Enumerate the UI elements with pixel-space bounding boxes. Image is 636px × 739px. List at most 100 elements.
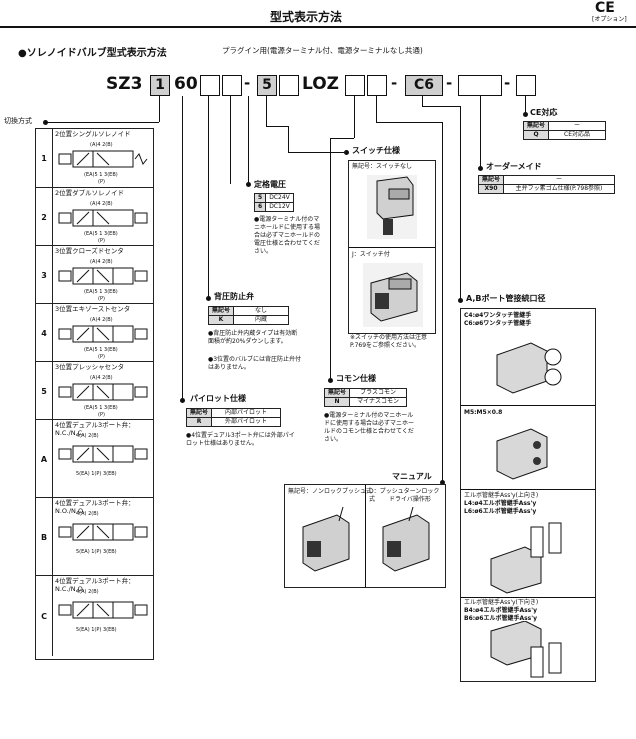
line-voltage-2 <box>248 96 249 184</box>
switching-row-title: 4位置デュアル3ポート弁：N.C./N.O. <box>55 577 135 593</box>
model-dash-1: - <box>244 74 251 92</box>
ordermade-head-value: ー <box>503 175 616 185</box>
pilot-row-value: 外部パイロット <box>211 417 282 427</box>
voltage-title: 定格電圧 <box>254 180 286 189</box>
dot-common <box>328 378 333 383</box>
port-box: C4:ø4ワンタッチ管継手 C6:ø6ワンタッチ管継手 M5:M5×0.8 エル… <box>460 308 596 682</box>
pilot-head-code: 無記号 <box>185 408 213 418</box>
dot-voltage <box>246 182 251 187</box>
voltage-code-6: 6 <box>253 202 267 212</box>
hline-common <box>330 138 354 139</box>
switch-j-label: J：スイッチ付 <box>352 251 390 258</box>
hline-port <box>422 106 460 107</box>
section-subtitle: プラグイン用(電源ターミナル付、電源ターミナルなし共通) <box>222 46 423 55</box>
switching-row-bottom: (EA)5 1 3(EB) <box>84 172 118 178</box>
switching-row-title: 4位置デュアル3ポート弁：N.O./N.O. <box>55 499 135 515</box>
dot-switch <box>344 150 349 155</box>
switching-row-label: A <box>36 420 53 498</box>
valve-symbol-icon <box>58 601 148 619</box>
switching-row-bottom: (EA)5 1 3(EB) <box>84 405 118 411</box>
model-code-manual <box>367 75 387 96</box>
port-m5: M5:M5×0.8 <box>464 409 503 416</box>
switching-row-label: 2 <box>36 188 53 246</box>
ce-head-value: ー <box>548 121 607 131</box>
switching-row-ports: 4(A) 2(B) <box>76 433 99 439</box>
manual-divider <box>365 485 366 587</box>
switching-row-ports: (A)4 2(B) <box>90 375 113 381</box>
section-title: ●ソレノイドバルブ型式表示方法 <box>18 48 167 59</box>
model-code-60: 60 <box>174 74 198 94</box>
voltage-note: ●電源ターミナル付のマニホールドに使用する場合は必ずマニホールドの電圧仕様と合わ… <box>254 216 321 255</box>
model-code-port: C6 <box>405 75 443 96</box>
m5-port-image-icon <box>496 428 548 480</box>
manual-title: マニュアル <box>392 472 432 481</box>
common-title: コモン仕様 <box>336 374 376 383</box>
pilot-row-code: R <box>185 417 213 427</box>
line-manual <box>376 96 377 122</box>
backpressure-note-1: ●背圧防止弁内蔵タイプは有効断面積が約20%ダウンします。 <box>208 330 298 345</box>
backpressure-row-code: K <box>207 315 235 325</box>
switch-j-photo <box>363 263 423 327</box>
switching-row-title: 4位置デュアル3ポート弁：N.C./N.C. <box>55 421 135 437</box>
switching-row-ports: (A)4 2(B) <box>90 201 113 207</box>
switching-row-ports: (A)4 2(B) <box>90 317 113 323</box>
switch-spec-title: スイッチ仕様 <box>352 146 400 155</box>
switch-spec-note: ※スイッチの使用方法は注意P.769をご参照ください。 <box>350 334 428 349</box>
pilot-note: ●4位置デュアル3ポート弁には外部パイロット仕様はありません。 <box>186 432 295 447</box>
ce-head-code: 無記号 <box>522 121 550 131</box>
dot-port <box>458 298 463 303</box>
switching-row-label: B <box>36 498 53 576</box>
option-tag: [オプション] <box>592 16 627 23</box>
line-port-2 <box>460 106 461 300</box>
switching-row-p: (P) <box>98 238 105 244</box>
elbow-up-image-icon <box>490 522 562 594</box>
port-divider-1 <box>461 405 595 406</box>
ordermade-head-code: 無記号 <box>477 175 505 185</box>
ordermade-title: オーダーメイド <box>486 162 542 171</box>
ce-row-value: CE対応品 <box>548 130 607 140</box>
switching-row-bottom: (EA)5 1 3(EB) <box>84 347 118 353</box>
model-code-common <box>345 75 365 96</box>
hline-switch-2 <box>288 152 344 153</box>
switching-row-ports: (A)4 2(B) <box>90 259 113 265</box>
switching-row-label: 4 <box>36 304 53 362</box>
backpressure-head-value: なし <box>233 306 290 316</box>
hline-switching <box>46 122 159 123</box>
switching-row-bottom: 5(EA) 1(P) 3(EB) <box>76 549 117 555</box>
model-code-backpressure <box>222 75 242 96</box>
pilot-head-value: 内部パイロット <box>211 408 282 418</box>
ce-title: CE対応 <box>530 108 558 117</box>
common-row-value: マイナスコモン <box>349 397 408 407</box>
backpressure-title: 背圧防止弁 <box>214 292 254 301</box>
switching-row-label: 5 <box>36 362 53 420</box>
switching-row-bottom: (EA)5 1 3(EB) <box>84 231 118 237</box>
switching-row-title: 3位置エキゾーストセンタ <box>55 305 131 313</box>
switch-none-photo <box>367 175 417 239</box>
switching-row-p: (P) <box>98 179 105 185</box>
switching-row-bottom: 5(EA) 1(P) 3(EB) <box>76 471 117 477</box>
dot-switching <box>43 120 48 125</box>
ce-mark: CE <box>595 0 615 16</box>
switching-row-bottom: (EA)5 1 3(EB) <box>84 289 118 295</box>
port-title: A,Bポート管接続口径 <box>466 294 546 303</box>
manual-pushturn-image-icon <box>382 507 430 572</box>
dot-manual <box>440 480 445 485</box>
backpressure-row-value: 内蔵 <box>233 315 290 325</box>
port-elbow-down-title: エルボ管継手Ass'y(下向き) <box>464 599 539 606</box>
voltage-table: 5 DC24V 6 DC12V <box>253 193 294 212</box>
title-underline <box>0 26 636 28</box>
switching-row-label: 1 <box>36 129 53 187</box>
ce-table: 無記号 ー Q CE対応品 <box>522 121 607 140</box>
switch-none-label: 無記号：スイッチなし <box>352 163 413 170</box>
line-switch <box>266 96 267 126</box>
ordermade-row-code: X90 <box>477 184 505 194</box>
model-code-loz: LOZ <box>302 74 340 94</box>
port-c4: C4:ø4ワンタッチ管継手 <box>464 312 532 319</box>
model-code-ordermade <box>458 75 502 96</box>
dot-ordermade <box>478 166 483 171</box>
